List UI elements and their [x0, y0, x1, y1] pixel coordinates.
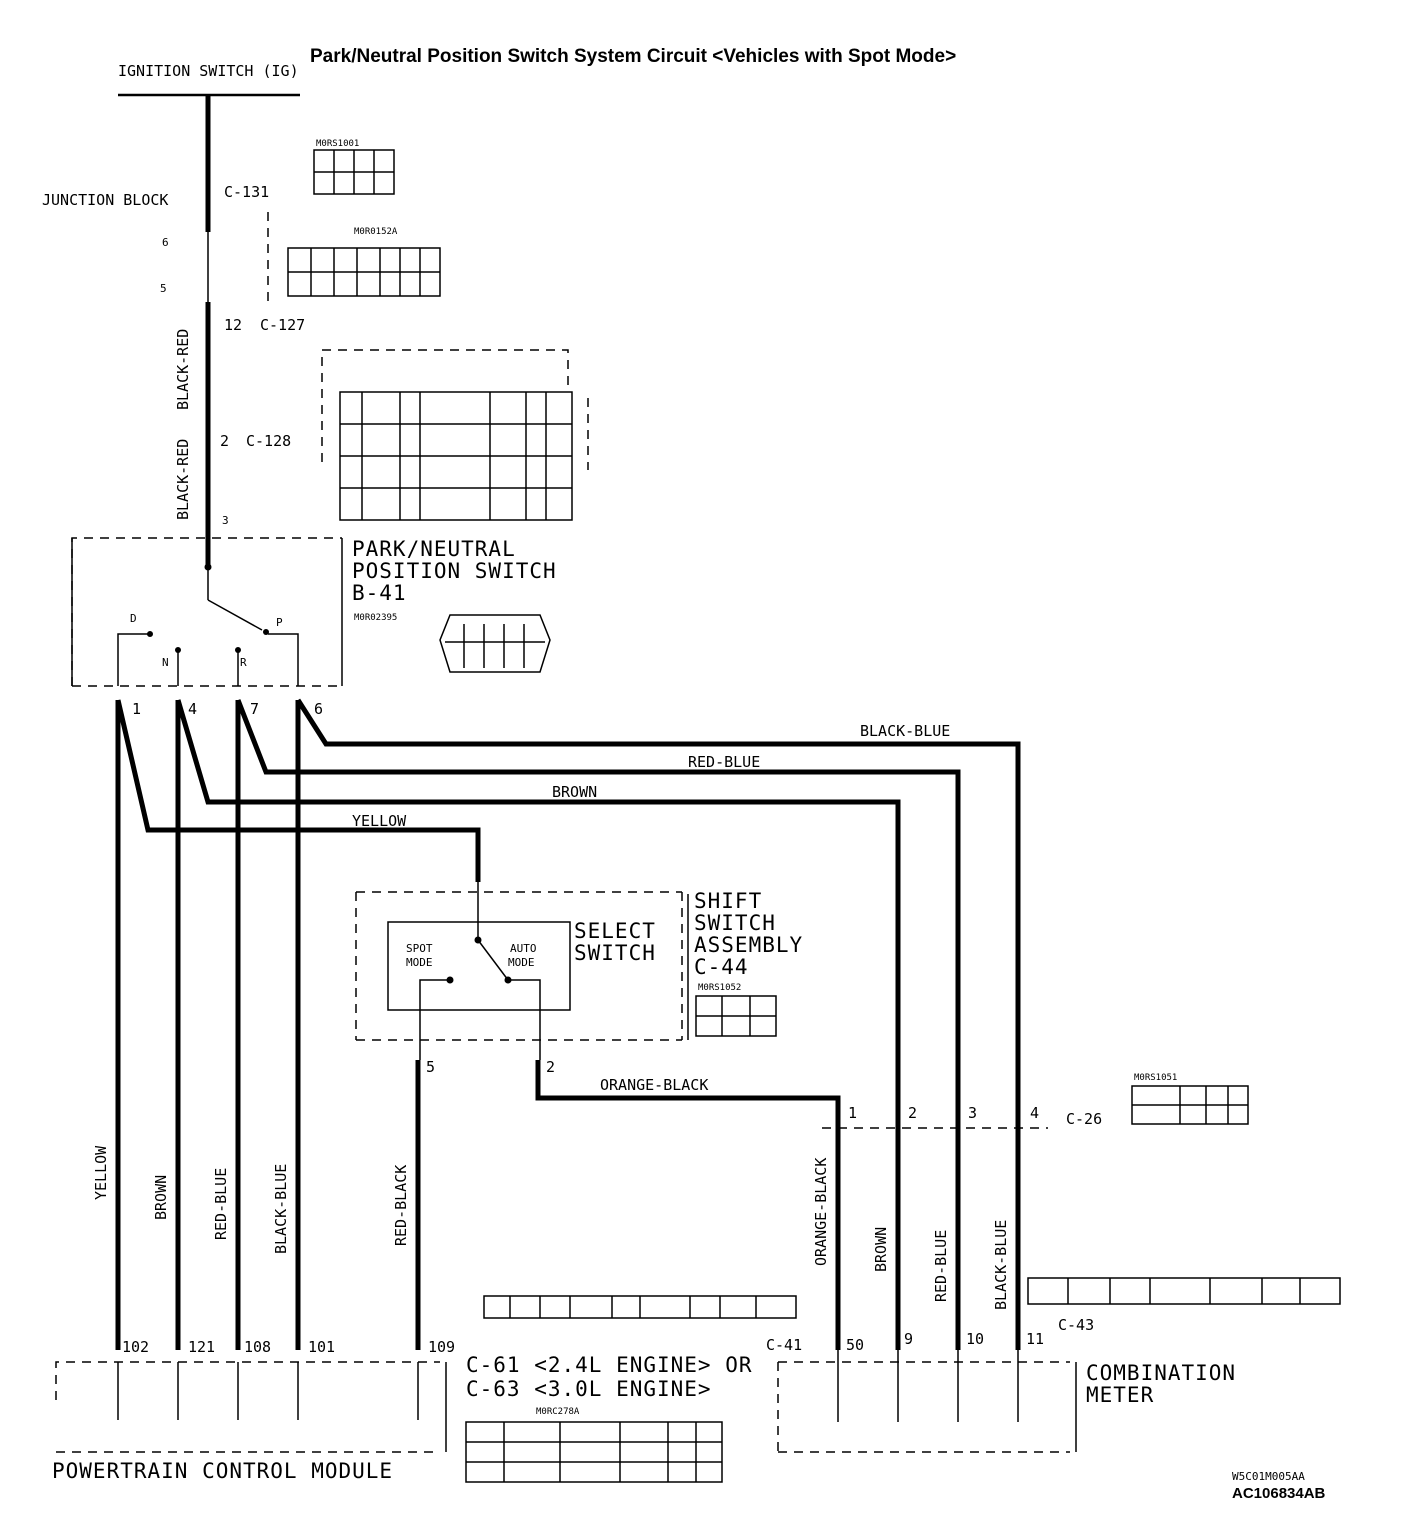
pcm-code: M0RC278A	[536, 1407, 580, 1417]
pcm-pin-102: 102	[122, 1338, 149, 1356]
c127-connector-face: M0R0152A	[287, 227, 441, 297]
wire-red-blue-to-meter	[235, 699, 961, 1350]
vlabel-yellow: YELLOW	[92, 1145, 110, 1200]
label-black-blue-top: BLACK-BLUE	[860, 722, 950, 740]
select-pin-2: 2	[546, 1058, 555, 1076]
pn-switch-connector: B-41	[352, 581, 407, 605]
meter-connector2: C-43	[1058, 1316, 1094, 1334]
spot-mode-2: MODE	[406, 956, 433, 969]
label-brown-top: BROWN	[552, 783, 597, 801]
c127-label: C-127	[260, 316, 305, 334]
meter-pin-11: 11	[1026, 1330, 1044, 1348]
junction-block-label: JUNCTION BLOCK	[42, 191, 168, 209]
diagram-title: Park/Neutral Position Switch System Circ…	[310, 46, 956, 67]
shift-assy-connector: C-44	[694, 955, 749, 979]
select-pin-5: 5	[426, 1058, 435, 1076]
label-red-blue-top: RED-BLUE	[688, 753, 760, 771]
pcm-connector-1: C-61 <2.4L ENGINE> OR	[466, 1353, 753, 1377]
pn-pin-6: 6	[314, 700, 323, 718]
c131-connector-face: M0RS1001	[313, 139, 395, 195]
vlabel-red-blue: RED-BLUE	[212, 1168, 230, 1240]
c26-connector-face	[1131, 1085, 1249, 1125]
pos-n: N	[162, 656, 169, 669]
pn-pin-1: 1	[132, 700, 141, 718]
auto-mode-1: AUTO	[510, 942, 537, 955]
c26-pin-2: 2	[908, 1104, 917, 1122]
pcm-pin-109: 109	[428, 1338, 455, 1356]
label-yellow-top: YELLOW	[352, 812, 407, 830]
pn-switch-top-pin: 3	[222, 514, 229, 527]
spot-mode-1: SPOT	[406, 942, 433, 955]
pcm-pin-121: 121	[188, 1338, 215, 1356]
auto-mode-2: MODE	[508, 956, 535, 969]
vlabel-brown-right: BROWN	[872, 1227, 890, 1272]
vlabel-black-blue-right: BLACK-BLUE	[992, 1220, 1010, 1310]
select-switch-label-1: SELECT	[574, 919, 656, 943]
label-orange-black-top: ORANGE-BLACK	[600, 1076, 708, 1094]
pcm-label: POWERTRAIN CONTROL MODULE	[52, 1459, 393, 1483]
c41-connector-face	[483, 1295, 797, 1319]
pos-d: D	[130, 612, 137, 625]
pcm-connector-face	[465, 1421, 723, 1483]
vlabel-red-blue-right: RED-BLUE	[932, 1230, 950, 1302]
c26-pin-4: 4	[1030, 1104, 1039, 1122]
vlabel-brown: BROWN	[152, 1175, 170, 1220]
c128-connector-face	[321, 349, 589, 521]
wire-black-blue-to-meter	[295, 698, 1021, 1350]
c128-label: C-128	[246, 432, 291, 450]
pcm-pin-108: 108	[244, 1338, 271, 1356]
ignition-switch-label: IGNITION SWITCH (IG)	[118, 62, 299, 80]
junction-pin-a: 6	[162, 236, 169, 249]
pcm-pin-101: 101	[308, 1338, 335, 1356]
b41-code: M0R02395	[354, 613, 397, 623]
wire-label-black-red-1: BLACK-RED	[174, 329, 192, 410]
c26-label: C-26	[1066, 1110, 1102, 1128]
c26-pin-1: 1	[848, 1104, 857, 1122]
wire-brown-to-meter	[175, 699, 901, 1350]
wire-label-black-red-2: BLACK-RED	[174, 439, 192, 520]
pos-p: P	[276, 616, 283, 629]
pcm-box	[55, 1361, 447, 1453]
meter-pin-10: 10	[966, 1330, 984, 1348]
c44-connector-face	[695, 995, 777, 1037]
b41-connector-face	[439, 614, 551, 673]
pn-pin-4: 4	[188, 700, 197, 718]
shift-assy-label-2: SWITCH	[694, 911, 776, 935]
svg-text:M0R0152A: M0R0152A	[354, 227, 398, 237]
vlabel-black-blue: BLACK-BLUE	[272, 1164, 290, 1254]
c128-pin: 2	[220, 432, 229, 450]
vlabel-red-black: RED-BLACK	[392, 1165, 410, 1246]
pn-switch-label-1: PARK/NEUTRAL	[352, 537, 516, 561]
pn-switch-label-2: POSITION SWITCH	[352, 559, 557, 583]
c127-pin: 12	[224, 316, 242, 334]
c44-code: M0RS1052	[698, 983, 741, 993]
vlabel-orange-black: ORANGE-BLACK	[812, 1158, 830, 1266]
meter-pin-50: 50	[846, 1336, 864, 1354]
footer-code-2: AC106834AB	[1232, 1485, 1326, 1502]
junction-connector-label: C-131	[224, 183, 269, 201]
junction-pin-b: 5	[160, 282, 167, 295]
pn-pin-7: 7	[250, 700, 259, 718]
pos-r: R	[240, 656, 247, 669]
meter-box	[777, 1350, 1077, 1453]
select-switch-label-2: SWITCH	[574, 941, 656, 965]
meter-pin-9: 9	[904, 1330, 913, 1348]
wire-yellow-to-select	[115, 699, 481, 882]
meter-connector: C-41	[766, 1336, 802, 1354]
svg-text:M0RS1001: M0RS1001	[316, 139, 359, 149]
shift-assy-label-3: ASSEMBLY	[694, 933, 803, 957]
pcm-connector-2: C-63 <3.0L ENGINE>	[466, 1377, 712, 1401]
footer-code-1: W5C01M005AA	[1232, 1470, 1305, 1483]
c43-connector-face	[1027, 1277, 1341, 1305]
meter-label-1: COMBINATION	[1086, 1361, 1236, 1385]
c26-pin-3: 3	[968, 1104, 977, 1122]
meter-label-2: METER	[1086, 1383, 1154, 1407]
select-switch-box	[387, 921, 571, 1011]
c26-code: M0RS1051	[1134, 1073, 1177, 1083]
wire-orange-black	[535, 1060, 841, 1350]
shift-assy-label-1: SHIFT	[694, 889, 762, 913]
